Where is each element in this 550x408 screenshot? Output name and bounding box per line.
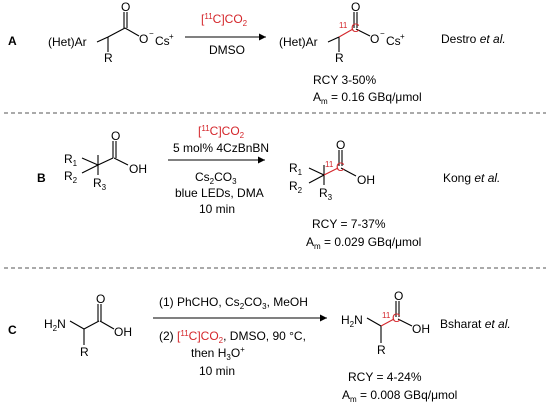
r1-label: R1 [289, 161, 303, 177]
oh-label: OH [357, 173, 375, 187]
product-a: (Het)Ar O 11 C O − Cs + R [279, 0, 405, 65]
author-b: Kong et al. [443, 171, 500, 185]
r-label: R [335, 51, 344, 65]
reagent-conditions: blue LEDs, DMA [175, 186, 264, 200]
step-2: (2) [11C]CO2, DMSO, 90 °C, [159, 329, 306, 345]
isotope-label: 11 [339, 21, 348, 30]
panel-letter-c: C [8, 323, 17, 337]
labeled-carbon: C [351, 21, 360, 35]
r3-label: R3 [319, 186, 333, 202]
anion-charge: − [149, 29, 154, 38]
reagent-time: 10 min [199, 202, 235, 216]
cesium-label: Cs [386, 34, 401, 48]
r2-label: R2 [289, 179, 303, 195]
aryl-label: (Het)Ar [279, 35, 318, 49]
carbonyl-o-label: O [351, 0, 360, 14]
r-label: R [377, 343, 386, 357]
carbonyl-o-label: O [111, 129, 120, 143]
anion-charge: − [380, 29, 385, 38]
r3-label: R3 [93, 176, 107, 192]
carbonyl-o-label: O [121, 0, 130, 14]
carbonyl-o-label: O [96, 292, 105, 306]
reagent-dmso: DMSO [209, 43, 245, 57]
oh-label: OH [129, 162, 147, 176]
molar-activity-a: Am = 0.16 GBq/μmol [313, 90, 422, 106]
carbonyl-o-label: O [336, 138, 345, 152]
author-c: Bsharat et al. [440, 317, 511, 331]
anion-o-label: O [370, 32, 379, 46]
carbonyl-o-label: O [394, 289, 403, 303]
r-label: R [104, 51, 113, 65]
molar-activity-c: Am = 0.008 GBq/μmol [342, 388, 457, 404]
reagent-11co2: [11C]CO2 [201, 12, 248, 28]
panel-letter-b: B [37, 171, 46, 185]
cesium-charge: + [169, 32, 174, 41]
rcy-c: RCY = 4-24% [348, 370, 422, 384]
rcy-b: RCY = 7-37% [312, 217, 386, 231]
product-b: O 11 C OH R1 R2 R3 [289, 138, 375, 202]
step-1: (1) PhCHO, Cs2CO3, MeOH [159, 295, 308, 311]
oh-label: OH [412, 322, 430, 336]
oh-label: OH [114, 325, 132, 339]
labeled-carbon: C [392, 311, 401, 325]
step-2-workup: then H3O+ [191, 345, 245, 362]
reagent-photocatalyst: 5 mol% 4CzBnBN [173, 141, 269, 155]
molar-activity-b: Am = 0.029 GBq/μmol [306, 235, 421, 251]
labeled-carbon: C [336, 160, 345, 174]
r1-label: R1 [64, 152, 78, 168]
cesium-charge: + [400, 32, 405, 41]
amine-label: H2N [341, 313, 363, 329]
r2-label: R2 [64, 169, 78, 185]
panel-c: C H2N O OH R (1) PhCHO, Cs2CO3, MeOH (2)… [8, 289, 511, 404]
cesium-label: Cs [155, 34, 170, 48]
r-label: R [80, 345, 89, 359]
rcy-a: RCY 3-50% [313, 73, 376, 87]
reactant-a: (Het)Ar O O − Cs + R [48, 0, 174, 65]
reaction-time: 10 min [199, 364, 235, 378]
anion-o-label: O [139, 32, 148, 46]
amine-label: H2N [44, 317, 66, 333]
product-c: H2N O 11 C OH R [341, 289, 430, 357]
reactant-c: H2N O OH R [44, 292, 132, 359]
panel-a: A (Het)Ar O O − Cs + R [11C]CO2 DMSO (He… [8, 0, 506, 106]
panel-b: B O OH R1 R2 R3 [11C]CO2 5 mol% 4CzBnBN … [37, 124, 500, 251]
author-a: Destro et al. [441, 32, 506, 46]
reagent-base: Cs2CO3 [195, 170, 237, 186]
reagent-11co2: [11C]CO2 [198, 124, 245, 140]
isotope-label: 11 [382, 311, 391, 320]
isotope-label: 11 [325, 160, 334, 169]
panel-letter-a: A [8, 34, 17, 48]
aryl-label: (Het)Ar [48, 35, 87, 49]
reactant-b: O OH R1 R2 R3 [64, 129, 147, 192]
